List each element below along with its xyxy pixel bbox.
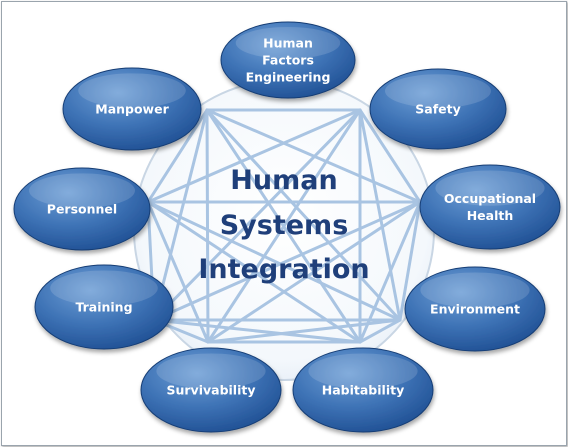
node-label: Manpower	[95, 102, 169, 117]
node-manpower: Manpower	[62, 67, 202, 151]
web-line	[398, 200, 422, 322]
node-survivability: Survivability	[140, 347, 282, 433]
node-ellipse	[140, 347, 282, 433]
node-ellipse	[62, 67, 202, 151]
node-highlight	[28, 173, 136, 208]
node-highlight	[384, 74, 492, 108]
node-label: Safety	[415, 102, 460, 117]
node-habitability: Habitability	[292, 347, 434, 433]
connection-web	[146, 108, 422, 344]
center-title-line: Systems	[220, 210, 349, 241]
node-personnel: Personnel	[13, 167, 151, 251]
node-group: HumanFactorsEngineeringSafetyOccupationa…	[13, 21, 561, 433]
node-label: Health	[467, 208, 514, 223]
center-title-line: Integration	[198, 254, 369, 285]
node-label: Training	[75, 300, 132, 315]
node-label: Habitability	[322, 383, 404, 398]
node-highlight	[156, 353, 266, 389]
web-line	[146, 200, 402, 322]
center-title-line: Human	[230, 165, 337, 196]
node-label: Occupational	[444, 191, 536, 206]
web-line	[146, 200, 362, 344]
node-ellipse	[220, 21, 356, 99]
node-ellipse	[13, 167, 151, 251]
node-safety: Safety	[369, 68, 507, 150]
node-label: Factors	[262, 53, 314, 68]
node-label: Human	[263, 36, 313, 51]
node-label: Personnel	[47, 202, 117, 217]
node-ellipse	[34, 264, 174, 350]
web-line	[205, 108, 402, 322]
web-line	[358, 318, 402, 344]
web-line	[205, 108, 210, 344]
node-training: Training	[34, 264, 174, 350]
web-line	[152, 318, 362, 344]
web-line	[146, 108, 362, 204]
node-label: Environment	[430, 302, 520, 317]
node-label: Engineering	[246, 70, 331, 85]
web-line	[358, 108, 422, 204]
node-highlight	[308, 353, 418, 389]
node-highlight	[78, 73, 186, 108]
node-ellipse	[292, 347, 434, 433]
web-line	[146, 200, 210, 344]
web-line	[146, 108, 209, 204]
web-line	[152, 200, 422, 322]
web-line	[152, 108, 362, 322]
node-highlight	[235, 26, 341, 59]
node-ellipse	[404, 266, 546, 352]
node-highlight	[420, 272, 530, 308]
node-label: Survivability	[166, 383, 255, 398]
node-ellipse	[369, 68, 507, 150]
node-environment: Environment	[404, 266, 546, 352]
node-highlight	[435, 170, 545, 206]
node-ellipse	[419, 164, 561, 250]
node-highlight	[50, 270, 158, 306]
web-line	[206, 318, 402, 344]
web-line	[206, 108, 362, 344]
web-line	[358, 108, 402, 322]
